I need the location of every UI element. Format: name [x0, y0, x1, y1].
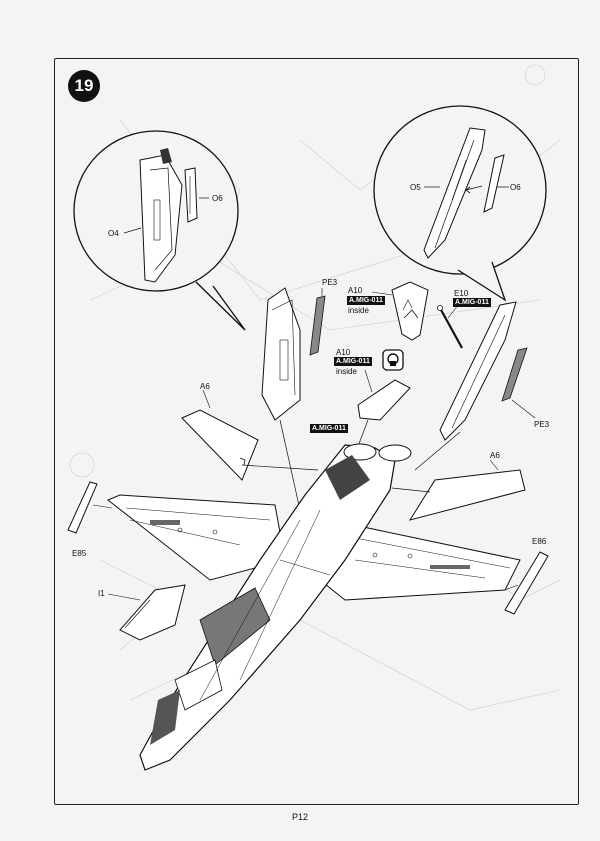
- part-label-o4: O4: [108, 229, 119, 238]
- part-label-pe3-left: PE3: [322, 278, 338, 287]
- part-label-a10-top: A10: [348, 286, 363, 295]
- part-label-e10: E10: [454, 289, 469, 298]
- part-label-a6-right: A6: [490, 451, 500, 460]
- glue-required-icon: [382, 349, 404, 371]
- paint-code-a10-lower: A.MIG-011: [334, 357, 372, 366]
- part-a10-upper: [371, 281, 429, 341]
- part-e86: [504, 551, 549, 615]
- part-label-e85: E85: [72, 549, 87, 558]
- part-i1: [107, 584, 186, 641]
- page-number: P12: [291, 812, 308, 822]
- part-a6-right: [391, 459, 526, 521]
- part-e85: [67, 481, 113, 534]
- detail-zoom-right: [373, 105, 547, 302]
- paint-code-cockpit: A.MIG-011: [310, 424, 348, 433]
- step-number-badge: 19: [68, 70, 100, 102]
- part-label-o5: O5: [410, 183, 421, 192]
- part-label-i1: I1: [98, 589, 105, 598]
- part-a6-left: [181, 389, 319, 481]
- part-label-a10-lower: A10: [336, 348, 351, 357]
- inside-note-lower: inside: [336, 367, 357, 376]
- part-label-o6-left: O6: [212, 194, 223, 203]
- part-label-o6-right: O6: [510, 183, 521, 192]
- flap-assembly-right: [414, 301, 536, 471]
- flap-assembly-left: [261, 287, 326, 511]
- paint-code-a10-top: A.MIG-011: [347, 296, 385, 305]
- part-label-pe3-right: PE3: [534, 420, 550, 429]
- detail-zoom-left: [73, 130, 246, 331]
- part-label-e86: E86: [532, 537, 547, 546]
- part-label-a6-left: A6: [200, 382, 210, 391]
- inside-note-top: inside: [348, 306, 369, 315]
- aircraft-fuselage: [107, 443, 521, 771]
- part-e10: [437, 299, 463, 349]
- paint-code-e10: A.MIG-011: [453, 298, 491, 307]
- step-frame: [54, 58, 579, 805]
